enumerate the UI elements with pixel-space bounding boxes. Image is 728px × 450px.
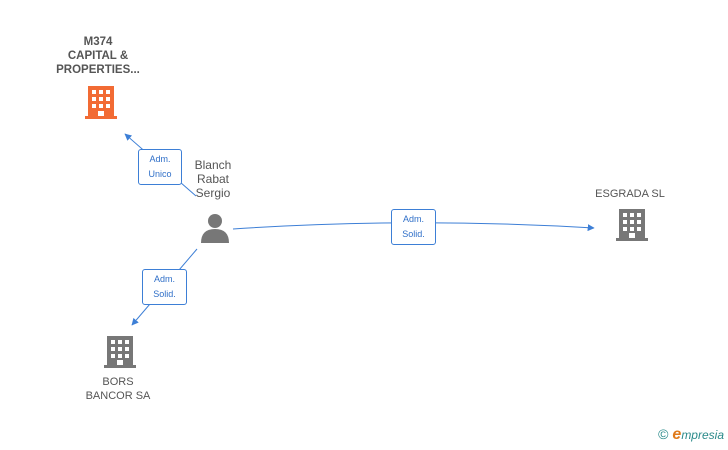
- blanch-label-line-3: Sergio: [195, 186, 231, 200]
- edge-bors-line-1: Adm.: [153, 274, 175, 284]
- edge-m374-line-2: Unico: [148, 169, 172, 179]
- edge-m374-line-1: Adm.: [149, 154, 171, 164]
- node-label-m374[interactable]: M374 CAPITAL & PROPERTIES...: [40, 35, 156, 77]
- person-icon-blanch[interactable]: [201, 214, 229, 243]
- brand-name: mpresia: [681, 428, 724, 442]
- edge-label-to-esgrada[interactable]: Adm. Solid.: [391, 209, 436, 245]
- copyright-symbol: ©: [658, 426, 669, 442]
- esgrada-label-line-1: ESGRADA SL: [595, 188, 665, 200]
- node-label-esgrada[interactable]: ESGRADA SL: [580, 187, 680, 201]
- blanch-label-line-1: Blanch: [194, 158, 232, 172]
- edge-label-to-m374[interactable]: Adm. Unico: [138, 149, 182, 185]
- edge-bors-line-2: Solid.: [153, 289, 176, 299]
- m374-label-line-3: PROPERTIES...: [56, 64, 140, 76]
- node-label-bors[interactable]: BORS BANCOR SA: [70, 375, 166, 403]
- bors-label-line-2: BANCOR SA: [85, 390, 151, 402]
- building-icon-m374[interactable]: [85, 86, 117, 119]
- edge-esgrada-line-1: Adm.: [402, 214, 424, 224]
- blanch-label-line-2: Rabat: [196, 172, 230, 186]
- m374-label-line-1: M374: [83, 36, 113, 48]
- bors-label-line-1: BORS: [102, 376, 134, 388]
- edge-esgrada-line-2: Solid.: [402, 229, 425, 239]
- building-icon-esgrada[interactable]: [616, 209, 648, 241]
- edge-label-to-bors[interactable]: Adm. Solid.: [142, 269, 187, 305]
- brand-initial: e: [672, 426, 682, 443]
- m374-label-line-2: CAPITAL &: [67, 50, 129, 62]
- building-icon-bors[interactable]: [104, 336, 136, 368]
- empresia-logo: ©empresia: [658, 426, 724, 444]
- node-label-blanch[interactable]: Blanch Rabat Sergio: [180, 158, 246, 200]
